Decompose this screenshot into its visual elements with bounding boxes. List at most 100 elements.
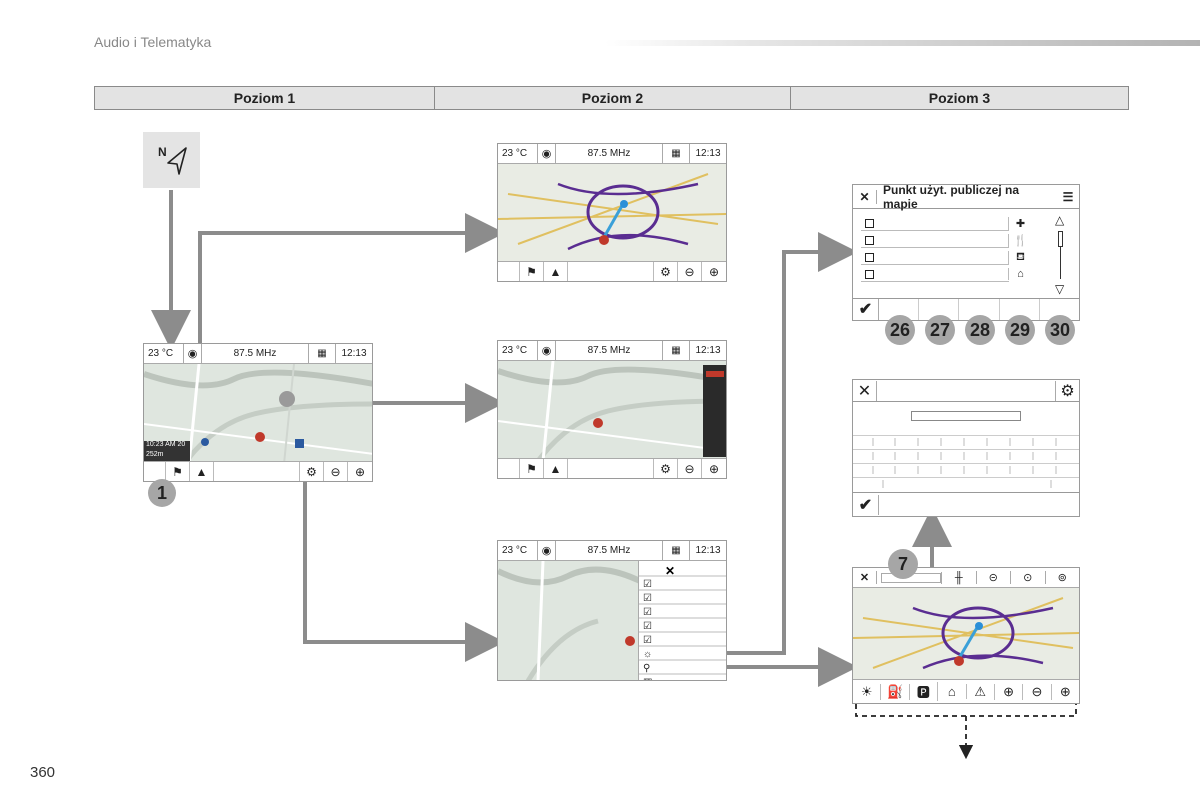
svg-text:☑: ☑ (643, 579, 652, 590)
map-view[interactable] (853, 588, 1079, 679)
radio-icon: ◉ (538, 144, 556, 163)
callout-30: 30 (1045, 315, 1075, 345)
status-bar: 23 °C ◉ 87.5 MHz ▦ 12:13 (498, 341, 726, 361)
poi-filter-button[interactable] (879, 299, 920, 320)
distance-overlay: 252m (144, 451, 190, 461)
page-number: 360 (30, 764, 56, 781)
north-up-icon[interactable]: ▲ (544, 459, 568, 478)
keyboard-row[interactable] (853, 477, 1079, 491)
poi-category-row[interactable] (861, 234, 1009, 248)
poi-filter-button[interactable] (959, 299, 1000, 320)
level-table: Poziom 1 Poziom 2 Poziom 3 (94, 86, 1129, 110)
traffic-icon[interactable]: ╫ (941, 571, 976, 584)
keyboard-title-bar: ✕ ⚙ (853, 380, 1079, 402)
fuel-station-icon[interactable]: ⛽ (881, 683, 910, 700)
temperature: 23 °C (144, 344, 184, 363)
clock: 12:13 (341, 348, 367, 359)
navigation-button[interactable]: N (143, 132, 200, 188)
scroll-up-icon[interactable]: △ (1055, 213, 1065, 227)
level-3-header: Poziom 3 (928, 90, 991, 106)
destination-flag-icon[interactable]: ⚑ (166, 462, 190, 481)
map-view[interactable] (498, 361, 726, 458)
parking-icon[interactable]: 🅿 (910, 682, 939, 701)
map-graphic (498, 561, 638, 680)
poi-filter-button[interactable] (919, 299, 960, 320)
svg-text:⚲: ⚲ (643, 663, 650, 674)
checklist-icon[interactable]: ☰ (1062, 189, 1074, 204)
scrollbar-thumb[interactable] (1058, 231, 1063, 247)
map-graphic (144, 364, 372, 461)
phone-book-icon: ▦ (308, 344, 336, 363)
status-bar: 23 °C ◉ 87.5 MHz ▦ 12:13 (498, 144, 726, 164)
clock: 12:13 (695, 148, 721, 159)
scroll-down-icon[interactable]: ▽ (1055, 282, 1065, 296)
keyboard-row[interactable] (853, 435, 1079, 449)
screen-level2-city-map: 23 °C ◉ 87.5 MHz ▦ 12:13 ⚑ ▲ ⚙ ⊖ ⊕ (497, 143, 727, 282)
map-view[interactable] (498, 561, 638, 680)
close-icon[interactable]: ✕ (853, 380, 877, 401)
screen-level3-poi-menu: ✕ Punkt użyt. publiczej na mapie ☰ ✚ 🍴 ⛾… (852, 184, 1080, 321)
warning-icon[interactable]: ⚠ (967, 683, 995, 700)
poi-category-row[interactable] (861, 251, 1009, 265)
options-icon[interactable]: ⊚ (1044, 571, 1080, 584)
checkbox[interactable] (865, 219, 874, 228)
clock: 12:13 (695, 545, 721, 556)
navigation-arrow-icon: N (158, 145, 187, 175)
map-view[interactable]: 10:23 AM 20 252m (144, 364, 372, 461)
shop-icon: ⌂ (1008, 268, 1032, 280)
zoom-out-icon[interactable]: ⊖ (678, 459, 702, 478)
map-settings-icon[interactable]: ⚙ (654, 459, 678, 478)
search-input[interactable] (911, 411, 1021, 421)
map-settings-icon[interactable]: ⚙ (654, 262, 678, 281)
zoom-out-icon[interactable]: ⊖ (324, 462, 348, 481)
zoom-in-icon[interactable]: ⊕ (354, 464, 366, 479)
checkbox[interactable] (865, 236, 874, 245)
checkbox[interactable] (865, 253, 874, 262)
zoom-out-icon[interactable]: ⊖ (1023, 683, 1052, 700)
keyboard-row[interactable] (853, 449, 1079, 463)
keyboard-key-dividers (872, 438, 1057, 488)
map-toolbar: ⚑ ▲ ⚙ ⊖ ⊕ (144, 461, 372, 481)
destination-flag-icon[interactable]: ⚑ (520, 459, 544, 478)
zoom-out-icon[interactable]: ⊖ (678, 262, 702, 281)
map-view[interactable] (498, 164, 726, 261)
map-toolbar: ⚑ ▲ ⚙ ⊖ ⊕ (498, 458, 726, 478)
keyboard-row[interactable] (853, 463, 1079, 477)
poi-category-row[interactable] (861, 268, 1009, 282)
map-options-menu: ✕ ☑☑☑ ☑☑☼ ⚲▥ (638, 561, 726, 680)
confirm-icon[interactable]: ✔ (853, 299, 879, 320)
svg-text:☑: ☑ (643, 621, 652, 632)
header-gradient-bar (605, 40, 1200, 46)
poi-category-row[interactable] (861, 217, 1009, 231)
navigation-icon[interactable]: ⊙ (1010, 571, 1045, 584)
screen-level2-map-menu: 23 °C ◉ 87.5 MHz ▦ 12:13 ✕ ☑☑☑ ☑☑☼ ⚲▥ (497, 540, 727, 681)
garage-icon[interactable]: ⌂ (938, 684, 967, 699)
screen-level1-map: 23 °C ◉ 87.5 MHz ▦ 12:13 10:23 AM 20 252… (143, 343, 373, 482)
add-icon[interactable]: ⊕ (995, 683, 1024, 700)
checkbox[interactable] (865, 270, 874, 279)
zoom-in-icon[interactable]: ⊕ (1059, 683, 1071, 699)
destination-flag-icon[interactable]: ⚑ (520, 262, 544, 281)
map-settings-icon[interactable]: ⚙ (300, 462, 324, 481)
zoom-in-icon[interactable]: ⊕ (708, 461, 720, 476)
map-settings-icon[interactable]: ⚙ (1055, 380, 1079, 401)
poi-title-bar: ✕ Punkt użyt. publiczej na mapie ☰ (853, 185, 1079, 211)
close-icon[interactable]: ✕ (853, 571, 877, 584)
close-icon[interactable]: ✕ (853, 189, 877, 204)
map-bottom-toolbar: ☀ ⛽ 🅿 ⌂ ⚠ ⊕ ⊖ ⊕ (853, 679, 1079, 703)
poi-filter-button[interactable] (1000, 299, 1040, 320)
map-cursor (279, 391, 295, 407)
north-up-icon[interactable]: ▲ (190, 462, 214, 481)
map-top-bar: ✕ ╫ ⊝ ⊙ ⊚ (853, 568, 1079, 588)
zoom-in-icon[interactable]: ⊕ (708, 264, 720, 279)
callout-28: 28 (965, 315, 995, 345)
parking-icon[interactable]: ⊝ (975, 571, 1011, 584)
callout-1: 1 (148, 479, 176, 507)
temperature: 23 °C (498, 144, 538, 163)
radio-icon: ◉ (538, 541, 556, 560)
north-up-icon[interactable]: ▲ (544, 262, 568, 281)
phone-book-icon: ▦ (662, 144, 690, 163)
weather-icon[interactable]: ☀ (853, 683, 882, 700)
temperature: 23 °C (498, 541, 538, 560)
confirm-icon[interactable]: ✔ (853, 494, 879, 515)
